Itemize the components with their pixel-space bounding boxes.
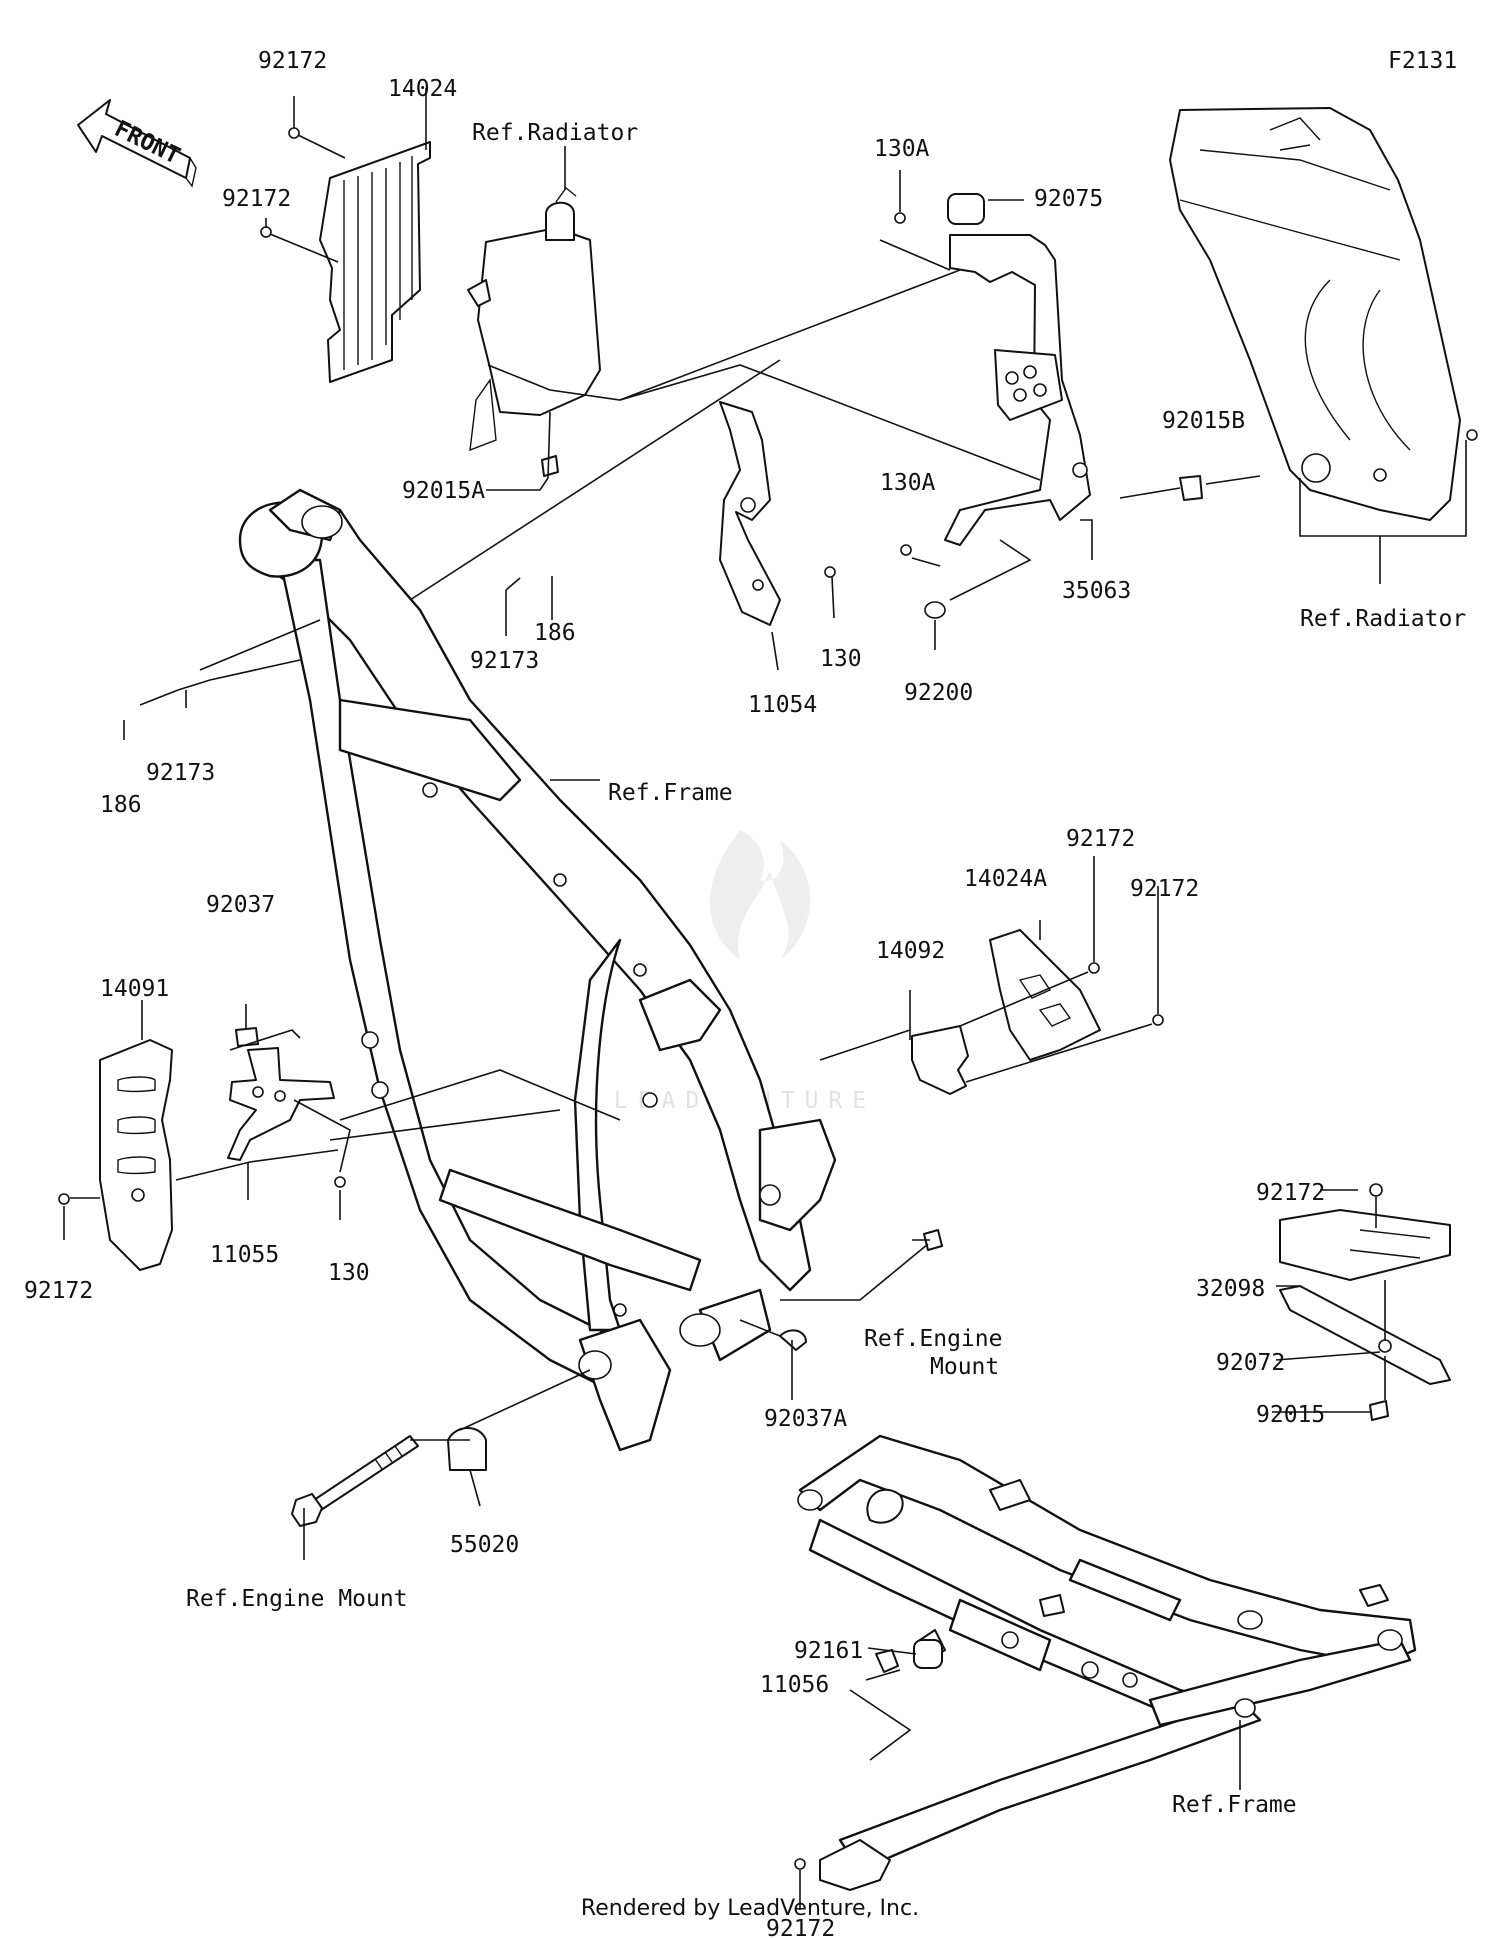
callout-92015: 92015 (1256, 1402, 1325, 1428)
bracket-35063 (894, 193, 1091, 619)
strap-92072 (1279, 1285, 1451, 1385)
bracket-14092 (911, 1025, 969, 1095)
bolt-92172-a-icon (288, 127, 300, 139)
callout-92072: 92072 (1216, 1350, 1285, 1376)
callout-186-top: 186 (534, 620, 576, 646)
front-arrow: FRONT (77, 99, 197, 188)
footer-credit: Rendered by LeadVenture, Inc. (580, 1896, 920, 1921)
callout-ref-engine-mount-left: Ref.Engine Mount (186, 1586, 408, 1612)
callout-11054: 11054 (748, 692, 817, 718)
callout-92172-e: 92172 (24, 1278, 93, 1304)
callout-92015b: 92015B (1162, 408, 1245, 434)
radiator-shroud-left (260, 127, 431, 383)
washer-92200-icon (924, 601, 946, 619)
bolt-92172-e-icon (58, 1193, 70, 1205)
collar-55020-icon (447, 1427, 487, 1471)
bolt-130a-top-icon (894, 212, 906, 224)
leader-lines (63, 88, 1467, 1910)
spacer-92075-icon (947, 193, 985, 225)
radiator-shroud-right (1169, 107, 1478, 521)
callout-ref-frame-bottom: Ref.Frame (1172, 1792, 1297, 1818)
callout-14092: 14092 (876, 938, 945, 964)
reservoir-tank (467, 186, 601, 477)
grommet-92015b-icon (1179, 475, 1203, 501)
callout-14024: 14024 (388, 76, 457, 102)
bolt-92172-g-icon (794, 1858, 806, 1870)
callout-92172-a: 92172 (258, 48, 327, 74)
tool-case-32098 (1279, 1183, 1451, 1421)
callout-55020: 55020 (450, 1532, 519, 1558)
front-arrow-label: FRONT (110, 116, 184, 170)
damper-92161-icon (913, 1639, 943, 1669)
nut-92015-icon (1369, 1400, 1389, 1421)
collar-11056-icon (875, 1649, 899, 1673)
callout-92037: 92037 (206, 892, 275, 918)
clip-92037-icon (235, 1027, 259, 1047)
bolt-130-bottom-icon (334, 1176, 346, 1188)
callout-92172-f: 92172 (1256, 1180, 1325, 1206)
guard-14024a (989, 929, 1164, 1061)
figure-id: F2131 (1388, 48, 1457, 74)
callout-92172-c: 92172 (1066, 826, 1135, 852)
callout-92172-b: 92172 (222, 186, 291, 212)
callout-92200: 92200 (904, 680, 973, 706)
callout-92172-g: 92172 (766, 1916, 835, 1938)
bolt-92172-f-icon (1369, 1183, 1383, 1197)
bolt-130-top-icon (824, 566, 836, 578)
callout-35063: 35063 (1062, 578, 1131, 604)
bolt-130a-mid-icon (900, 544, 912, 556)
bolt-92172-b-icon (260, 226, 272, 238)
bracket-11055 (227, 1027, 346, 1188)
callout-186-left: 186 (100, 792, 142, 818)
front-arrow-icon (77, 99, 191, 179)
callout-130-top: 130 (820, 646, 862, 672)
callout-14091: 14091 (100, 976, 169, 1002)
callout-14024a: 14024A (964, 866, 1047, 892)
callout-labels: F2131 92172 14024 92172 Ref.Radiator 920… (24, 48, 1466, 1938)
callout-92172-d: 92172 (1130, 876, 1199, 902)
bolt-92172-c-icon (1088, 962, 1100, 974)
callout-11055: 11055 (210, 1242, 279, 1268)
callout-130a-mid: 130A (880, 470, 936, 496)
callout-11056: 11056 (760, 1672, 829, 1698)
clip-92015a-icon (541, 455, 559, 477)
callout-ref-radiator-top: Ref.Radiator (472, 120, 638, 146)
callout-92173-top: 92173 (470, 648, 539, 674)
watermark-flame-icon (710, 830, 810, 960)
callout-130a-top: 130A (874, 136, 930, 162)
callout-ref-engine-mount-right-1: Ref.Engine (864, 1326, 1002, 1352)
callout-ref-engine-mount-right-2: Mount (930, 1354, 999, 1380)
engine-mount-bolt (291, 1229, 943, 1527)
bracket-11054 (719, 401, 836, 626)
callout-32098: 32098 (1196, 1276, 1265, 1302)
callout-92161: 92161 (794, 1638, 863, 1664)
callout-92075: 92075 (1034, 186, 1103, 212)
subframe (794, 1434, 1417, 1891)
callout-92173-left: 92173 (146, 760, 215, 786)
bolt-92172-d-icon (1152, 1014, 1164, 1026)
callout-ref-radiator-right: Ref.Radiator (1300, 606, 1466, 632)
callout-ref-frame-top: Ref.Frame (608, 780, 733, 806)
callout-92015a: 92015A (402, 478, 485, 504)
guard-14091 (58, 1039, 173, 1271)
callout-130-bottom: 130 (328, 1260, 370, 1286)
callout-92037a: 92037A (764, 1406, 847, 1432)
clip-92037a-icon (779, 1329, 807, 1351)
main-frame (238, 488, 837, 1452)
